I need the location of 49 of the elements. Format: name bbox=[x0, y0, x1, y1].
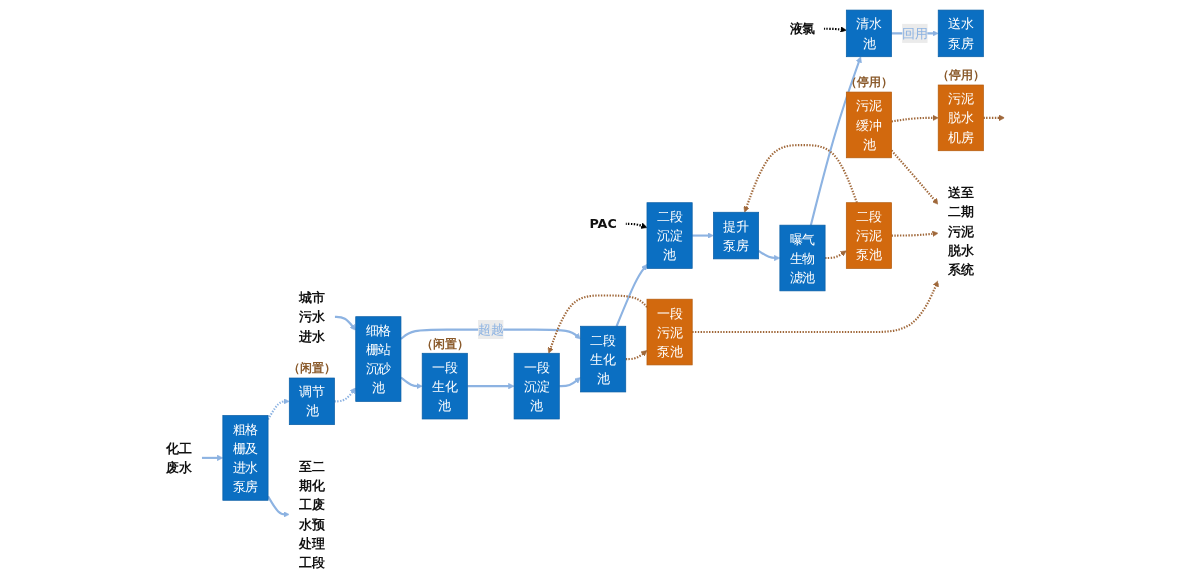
node-box: 送水泵房 bbox=[937, 9, 984, 57]
node-box: 提升泵房 bbox=[712, 211, 759, 259]
arrow bbox=[334, 315, 356, 331]
arrow bbox=[982, 114, 1005, 121]
node-box: 一段污泥泵池 bbox=[646, 298, 693, 365]
node-text: 城市污水进水 bbox=[298, 289, 325, 343]
arrow bbox=[891, 230, 938, 237]
arrow bbox=[625, 349, 647, 360]
arrow bbox=[201, 454, 223, 461]
node-text: 至二期化工废水预处理工段 bbox=[298, 458, 325, 570]
node-text: PAC bbox=[588, 215, 617, 231]
arrow bbox=[824, 250, 847, 259]
status-note: （闲置） bbox=[287, 360, 336, 375]
arrow bbox=[466, 382, 514, 389]
node-box: 曝气生物滤池 bbox=[779, 224, 825, 291]
arrow bbox=[743, 143, 858, 212]
arrow bbox=[334, 387, 356, 402]
arrow bbox=[624, 222, 647, 229]
arrow bbox=[547, 293, 648, 354]
arrow bbox=[558, 376, 581, 387]
arrow bbox=[809, 55, 862, 225]
arrow bbox=[823, 25, 847, 33]
node-box: 污泥脱水机房 bbox=[937, 84, 984, 151]
node-box: 二段沉淀池 bbox=[646, 201, 693, 269]
node-text: 化工废水 bbox=[165, 440, 192, 475]
status-note: （停用） bbox=[936, 67, 985, 82]
node-box: 清水池 bbox=[845, 9, 892, 57]
arrow bbox=[691, 231, 714, 239]
arrow bbox=[266, 495, 290, 518]
node-box: 一段生化池 bbox=[421, 352, 468, 419]
arrow bbox=[890, 149, 938, 205]
node-box: 二段污泥泵池 bbox=[845, 201, 892, 269]
node-box: 粗格栅及进水泵房 bbox=[221, 414, 268, 501]
status-note: （停用） bbox=[844, 74, 893, 89]
status-note: （闲置） bbox=[420, 336, 469, 351]
arrow bbox=[615, 263, 647, 327]
edge-label: 回用 bbox=[901, 25, 928, 41]
node-box: 一段沉淀池 bbox=[513, 352, 560, 419]
node-box: 细格栅站沉砂池 bbox=[354, 315, 401, 402]
node-box: 二段生化池 bbox=[579, 325, 626, 392]
edge-label: 超越 bbox=[477, 321, 503, 337]
arrow bbox=[691, 279, 939, 333]
node-box: 调节池 bbox=[288, 377, 335, 425]
node-box: 污泥缓冲池 bbox=[845, 91, 892, 158]
node-text: 液氯 bbox=[789, 20, 815, 36]
arrow bbox=[757, 249, 780, 261]
arrow bbox=[266, 397, 290, 420]
node-text: 送至二期 污泥脱水系统 bbox=[947, 184, 974, 277]
arrow bbox=[399, 376, 422, 389]
